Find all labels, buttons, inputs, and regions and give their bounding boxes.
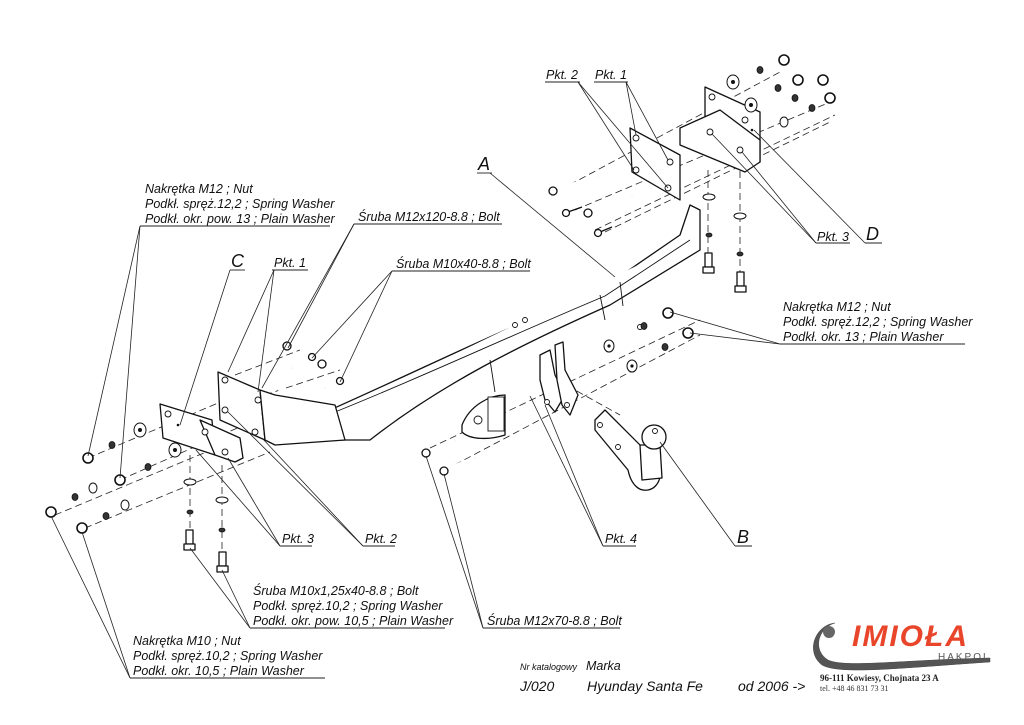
callout-bolt-m12x120: Śruba M12x120-8.8 ; Bolt (358, 209, 500, 224)
svg-text:Podkł. okr. 13 ; Plain Washer: Podkł. okr. 13 ; Plain Washer (783, 330, 944, 344)
cross-beam-part-a[interactable] (329, 204, 701, 441)
bolt-m12x70-a (421, 438, 456, 458)
bolt-vertical-right-2 (734, 271, 747, 293)
svg-text:Nakrętka M10 ; Nut: Nakrętka M10 ; Nut (133, 634, 241, 648)
label-part-a: A (477, 154, 490, 174)
bolt-right-1 (548, 175, 599, 196)
svg-text:Podkł. spręż.10,2 ; Spring Was: Podkł. spręż.10,2 ; Spring Washer (133, 649, 323, 663)
bolt-vertical-right-1 (702, 252, 715, 274)
svg-text:Śruba M10x1,25x40-8.8 ; Bolt: Śruba M10x1,25x40-8.8 ; Bolt (253, 583, 419, 598)
center-mounting-tabs (539, 341, 579, 416)
bolt-vertical-left-1 (183, 529, 196, 551)
beam-left-end (217, 371, 346, 446)
label-part-c: C (231, 251, 245, 271)
brand-label: Marka (586, 659, 621, 673)
title-block: Nr katalogowy Marka J/020 Hyunday Santa … (519, 659, 805, 694)
label-part-d: D (866, 224, 879, 244)
beam-right-end-plate (629, 127, 681, 201)
socket-plate (461, 394, 506, 440)
bolt-m12-long (276, 359, 327, 392)
bolt-m12x70-b (439, 456, 476, 476)
label-pkt2-left: Pkt. 2 (365, 532, 397, 546)
model-year: od 2006 -> (738, 678, 805, 694)
label-pkt2-top: Pkt. 2 (546, 68, 578, 82)
label-pkt3-right: Pkt. 3 (817, 230, 849, 244)
label-part-b: B (737, 527, 749, 547)
svg-text:Podkł. spręż.12,2 ; Spring Was: Podkł. spręż.12,2 ; Spring Washer (783, 315, 973, 329)
company-logo: IMIOŁA HAKPOL 96-111 Kowiesy, Chojnata 2… (813, 620, 991, 693)
svg-text:Podkł. spręż.10,2 ; Spring Was: Podkł. spręż.10,2 ; Spring Washer (253, 599, 443, 613)
catalog-number: J/020 (519, 678, 554, 694)
svg-text:Podkł. spręż.12,2 ; Spring Was: Podkł. spręż.12,2 ; Spring Washer (145, 197, 335, 211)
company-name: IMIOŁA (852, 620, 969, 653)
bolt-m10x40-b (324, 376, 345, 390)
svg-text:Podkł. okr. pow. 13 ; Plain Wa: Podkł. okr. pow. 13 ; Plain Washer (145, 212, 336, 226)
callout-bolt-m12x70: Śruba M12x70-8.8 ; Bolt (487, 613, 622, 628)
tow-ball-logo-icon (823, 626, 835, 638)
right-bracket-part-d[interactable] (679, 86, 761, 173)
bolt-right-3 (583, 194, 633, 218)
bolt-right-4 (593, 226, 613, 238)
callout-bolt-m10x125: Śruba M10x1,25x40-8.8 ; Bolt Podkł. sprę… (253, 583, 454, 628)
ball-hook-part-b[interactable] (594, 409, 667, 491)
svg-text:Podkł. okr. 10,5 ; Plain Washe: Podkł. okr. 10,5 ; Plain Washer (133, 664, 305, 678)
callout-nut-m10: Nakrętka M10 ; Nut Podkł. spręż.10,2 ; S… (133, 634, 323, 678)
svg-text:Nakrętka M12 ; Nut: Nakrętka M12 ; Nut (145, 182, 253, 196)
callout-bolt-m10x40: Śruba M10x40-8.8 ; Bolt (396, 256, 531, 271)
bolt-right-2 (561, 206, 583, 218)
company-phone: tel. +48 46 831 73 31 (820, 684, 889, 693)
company-address: 96-111 Kowiesy, Chojnata 23 A (820, 673, 939, 683)
label-pkt1-top: Pkt. 1 (595, 68, 627, 82)
bolt-m12x120 (239, 341, 292, 372)
company-subname: HAKPOL (938, 652, 991, 663)
svg-text:Podkł. okr. pow. 10,5 ; Plain: Podkł. okr. pow. 10,5 ; Plain Washer (253, 614, 454, 628)
svg-text:Nakrętka M12 ; Nut: Nakrętka M12 ; Nut (783, 300, 891, 314)
catalog-number-label: Nr katalogowy (520, 662, 578, 672)
vehicle-model: Hyunday Santa Fe (587, 678, 703, 694)
left-bracket-part-c[interactable] (159, 403, 244, 463)
leader-lines (50, 81, 965, 679)
callout-nut-m12-left: Nakrętka M12 ; Nut Podkł. spręż.12,2 ; S… (145, 182, 336, 226)
label-pkt1-left: Pkt. 1 (274, 256, 306, 270)
bolt-m10x40-a (291, 352, 317, 370)
label-pkt4: Pkt. 4 (605, 532, 637, 546)
callout-nut-m12-right: Nakrętka M12 ; Nut Podkł. spręż.12,2 ; S… (783, 300, 973, 344)
label-pkt3-left: Pkt. 3 (282, 532, 314, 546)
bolt-vertical-left-2 (216, 551, 229, 573)
tow-hook-logo-icon (813, 622, 991, 671)
bolts (183, 175, 747, 573)
nuts-and-washers (45, 54, 836, 534)
